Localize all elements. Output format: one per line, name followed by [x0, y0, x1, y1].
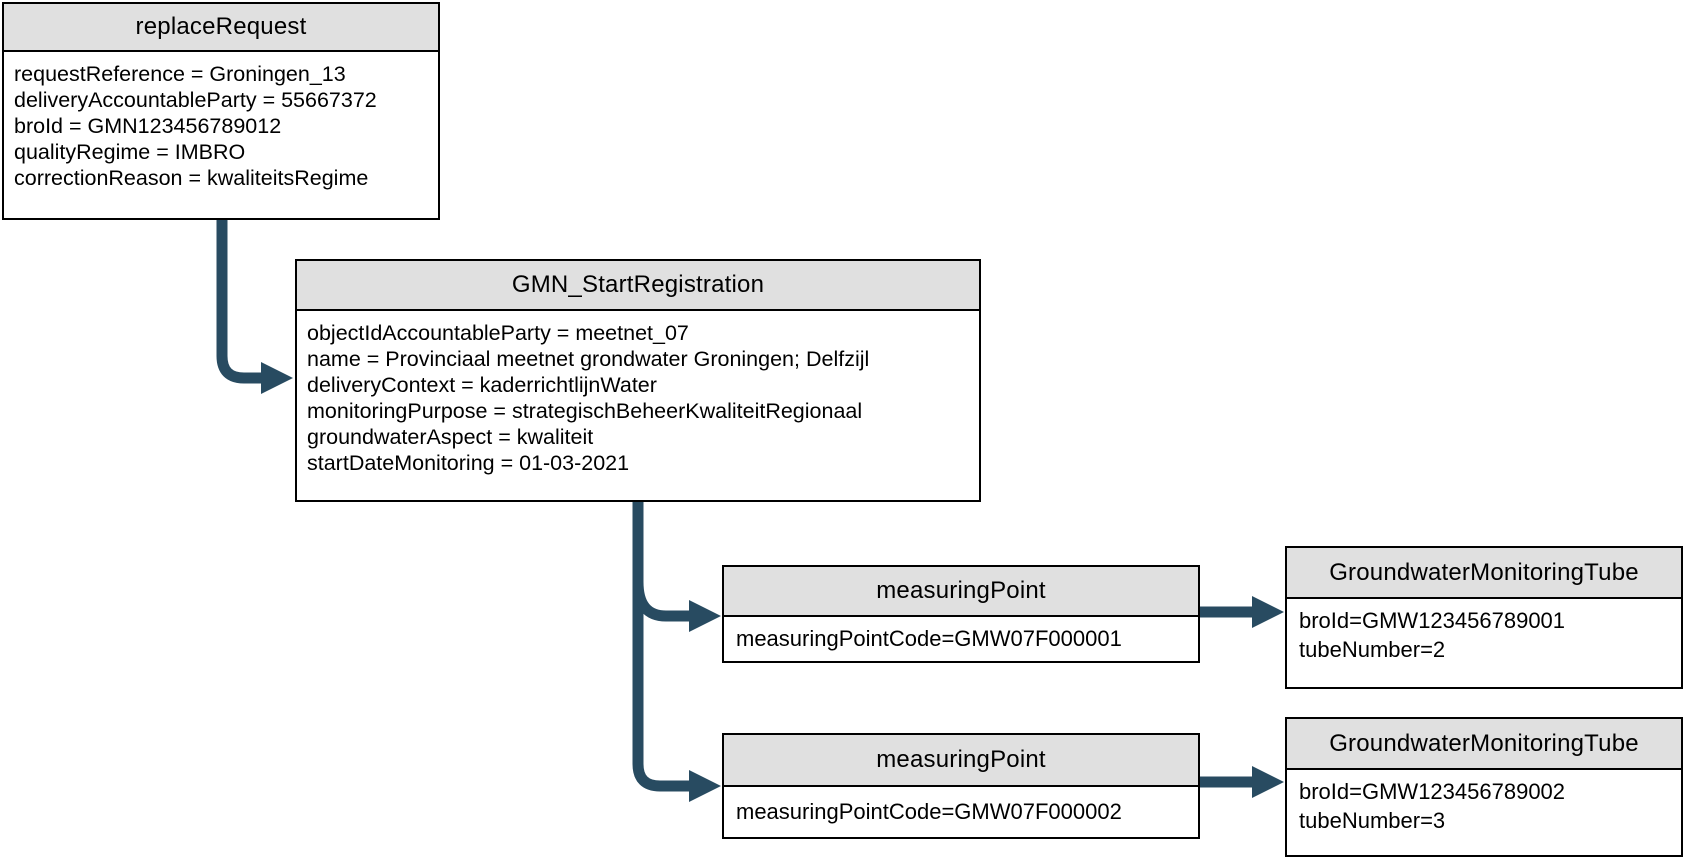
- attribute-line: deliveryAccountableParty = 55667372: [14, 88, 377, 112]
- attribute-line: objectIdAccountableParty = meetnet_07: [307, 321, 689, 345]
- node-groundwater-monitoring-tube-2: GroundwaterMonitoringTube broId=GMW12345…: [1285, 717, 1683, 857]
- node-attributes: broId=GMW123456789002 tubeNumber=3: [1287, 770, 1681, 855]
- connector-gmn-to-measuringpoint-1: [632, 581, 721, 632]
- attribute-line: monitoringPurpose = strategischBeheerKwa…: [307, 399, 863, 423]
- attribute-line: requestReference = Groningen_13: [14, 62, 346, 86]
- attribute-line: qualityRegime = IMBRO: [14, 140, 246, 164]
- node-measuring-point-2: measuringPoint measuringPointCode=GMW07F…: [722, 733, 1200, 839]
- node-title: GroundwaterMonitoringTube: [1287, 548, 1681, 599]
- attribute-line: broId=GMW123456789001: [1299, 608, 1566, 633]
- attribute-line: broId=GMW123456789002: [1299, 779, 1566, 804]
- node-gmn-start-registration: GMN_StartRegistration objectIdAccountabl…: [295, 259, 981, 502]
- arrow-head: [261, 362, 293, 394]
- node-attributes: requestReference = Groningen_13 delivery…: [4, 52, 438, 218]
- connector-replacerequest-to-gmn: [216, 220, 293, 394]
- node-measuring-point-1: measuringPoint measuringPointCode=GMW07F…: [722, 565, 1200, 663]
- node-attributes: broId=GMW123456789001 tubeNumber=2: [1287, 599, 1681, 687]
- node-groundwater-monitoring-tube-1: GroundwaterMonitoringTube broId=GMW12345…: [1285, 546, 1683, 689]
- attribute-line: correctionReason = kwaliteitsRegime: [14, 166, 369, 190]
- attribute-line: groundwaterAspect = kwaliteit: [307, 425, 594, 449]
- connector-measuringpoint-1-to-tube-1: [1200, 596, 1284, 628]
- arrow-head: [1252, 766, 1284, 798]
- node-attributes: measuringPointCode=GMW07F000001: [724, 617, 1198, 661]
- attribute-line: startDateMonitoring = 01-03-2021: [307, 451, 630, 475]
- attribute-line: measuringPointCode=GMW07F000001: [736, 626, 1122, 651]
- node-title: GMN_StartRegistration: [297, 261, 979, 311]
- node-attributes: measuringPointCode=GMW07F000002: [724, 787, 1198, 837]
- node-replace-request: replaceRequest requestReference = Gronin…: [2, 2, 440, 220]
- arrow-head: [689, 600, 721, 632]
- attribute-line: measuringPointCode=GMW07F000002: [736, 799, 1122, 824]
- attribute-line: deliveryContext = kaderrichtlijnWater: [307, 373, 657, 397]
- node-title: measuringPoint: [724, 735, 1198, 787]
- attribute-line: broId = GMN123456789012: [14, 114, 282, 138]
- node-title: measuringPoint: [724, 567, 1198, 617]
- attribute-line: tubeNumber=2: [1299, 637, 1446, 662]
- arrow-head: [689, 770, 721, 802]
- connector-measuringpoint-2-to-tube-2: [1200, 766, 1284, 798]
- node-title: GroundwaterMonitoringTube: [1287, 719, 1681, 770]
- attribute-line: name = Provinciaal meetnet grondwater Gr…: [307, 347, 870, 371]
- attribute-line: tubeNumber=3: [1299, 808, 1446, 833]
- arrow-head: [1252, 596, 1284, 628]
- node-attributes: objectIdAccountableParty = meetnet_07 na…: [297, 311, 979, 500]
- connector-gmn-to-measuringpoint-2: [632, 502, 721, 802]
- node-title: replaceRequest: [4, 4, 438, 52]
